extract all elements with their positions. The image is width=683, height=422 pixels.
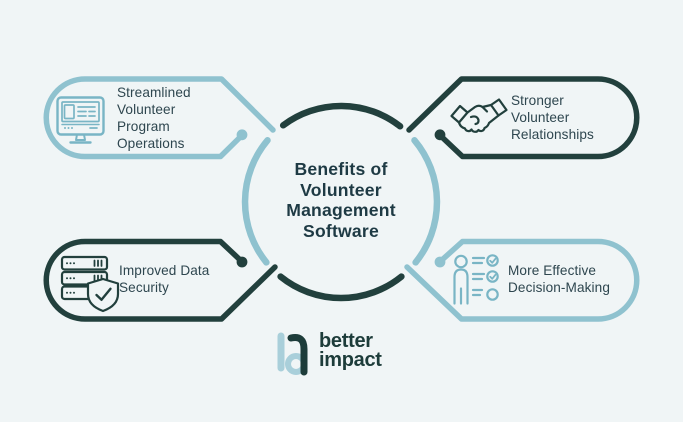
- callout-outline: [43, 76, 276, 160]
- callout-outline: [404, 238, 640, 322]
- logo-word-impact: impact: [319, 348, 382, 371]
- callout-outline: [43, 238, 278, 322]
- connector-dot: [236, 256, 248, 268]
- callout-outline: [406, 76, 640, 160]
- computer-monitor-icon: [56, 96, 105, 144]
- connector-dot: [434, 256, 446, 268]
- callout-label-improved-security: Improved Data Security: [119, 263, 210, 295]
- better-impact-logo-icon: [277, 332, 308, 376]
- connector-dot: [236, 129, 248, 141]
- callout-bottom-left: [43, 238, 278, 322]
- diagram-title: Benefits of Volunteer Management Softwar…: [286, 159, 396, 241]
- callout-label-stronger-relationships: Stronger Volunteer Relationships: [511, 93, 594, 142]
- callout-label-streamlined-operations: Streamlined Volunteer Program Operations: [117, 85, 191, 151]
- connector-dot: [434, 129, 446, 141]
- center-circle: [241, 102, 441, 302]
- circle-arc-left: [241, 137, 271, 266]
- callout-label-effective-decisions: More Effective Decision-Making: [508, 263, 610, 295]
- server-shield-icon: [60, 255, 120, 313]
- logo-word-better: better: [319, 330, 373, 352]
- logo-wordmark: better impact: [319, 330, 382, 371]
- circle-arc-bottom: [277, 273, 405, 302]
- callout-top-right: [406, 76, 640, 160]
- callout-bottom-right: [404, 238, 640, 322]
- better-impact-logo: better impact: [268, 330, 382, 378]
- circle-arc-top: [279, 102, 404, 130]
- circle-arc-right: [411, 137, 441, 266]
- handshake-icon: [450, 98, 508, 133]
- person-checklist-icon: [453, 254, 499, 305]
- callout-top-left: [43, 76, 276, 160]
